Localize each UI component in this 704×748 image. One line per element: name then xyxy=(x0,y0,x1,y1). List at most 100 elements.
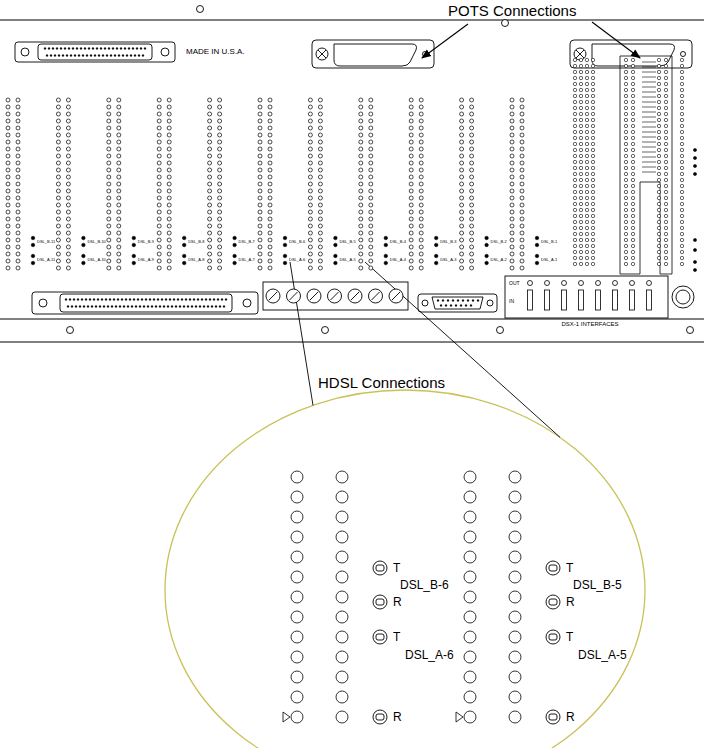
pin-column xyxy=(66,98,70,102)
pin-column xyxy=(117,238,121,242)
pin-column xyxy=(520,154,524,158)
pin-column xyxy=(56,259,60,263)
mounting-hole xyxy=(322,327,329,334)
pin-column xyxy=(56,182,60,186)
pin-block xyxy=(657,196,660,199)
pin-block xyxy=(657,262,660,265)
pin-column xyxy=(258,147,262,151)
status-point xyxy=(693,172,696,175)
pin-block xyxy=(664,136,667,139)
pin-column xyxy=(308,112,312,116)
connector-pin xyxy=(179,306,181,308)
pin-column xyxy=(258,189,262,193)
connector-pin xyxy=(211,306,213,308)
pair-label: DSL_B-10 xyxy=(87,240,105,244)
pin-column xyxy=(66,252,70,256)
pin-block xyxy=(591,256,594,259)
pin-block xyxy=(631,220,634,223)
pin-block xyxy=(631,166,634,169)
pin-block xyxy=(680,76,683,79)
dsx-jack xyxy=(647,281,652,286)
ribbon-connector xyxy=(32,292,258,314)
detail-pin xyxy=(464,631,476,643)
pin-column xyxy=(258,168,262,172)
pin-block xyxy=(591,112,594,115)
round-connector xyxy=(672,286,694,308)
pin-block xyxy=(591,76,594,79)
wire-label: T xyxy=(566,562,573,574)
pin-column xyxy=(107,133,111,137)
terminal-screw xyxy=(372,292,380,300)
pin-column xyxy=(218,126,222,130)
pin-block xyxy=(591,130,594,133)
pair-terminal xyxy=(485,261,489,265)
connector-pin xyxy=(92,48,94,50)
pin-block xyxy=(680,118,683,121)
pin-block xyxy=(664,250,667,253)
pin-column xyxy=(6,168,10,172)
pin-column xyxy=(56,98,60,102)
connector-pin xyxy=(120,48,122,50)
pin-column xyxy=(157,259,161,263)
pin-column xyxy=(107,168,111,172)
pin-block xyxy=(657,100,660,103)
pin-column xyxy=(409,133,413,137)
pin-block xyxy=(631,196,634,199)
connector-pin xyxy=(118,55,120,57)
pin-block xyxy=(680,124,683,127)
pin-block xyxy=(631,208,634,211)
connector-pin xyxy=(142,55,144,57)
connector-hole xyxy=(39,299,47,307)
pin-column xyxy=(409,126,413,130)
pin-block xyxy=(664,154,667,157)
pin-block xyxy=(631,178,634,181)
terminal-screw xyxy=(266,289,280,303)
detail-pin xyxy=(291,591,303,603)
pin-block xyxy=(657,214,660,217)
pin-column xyxy=(16,126,20,130)
pin-column xyxy=(218,224,222,228)
pin-column xyxy=(470,266,474,270)
connector-pin xyxy=(189,299,191,301)
connector-pin xyxy=(477,300,479,302)
pin-column xyxy=(6,154,10,158)
pin-column xyxy=(308,224,312,228)
pin-column xyxy=(520,126,524,130)
dsx-jack xyxy=(545,281,550,286)
connector-pin xyxy=(130,55,132,57)
connector-pin xyxy=(462,300,464,302)
pin-column xyxy=(510,133,514,137)
pin-block xyxy=(680,166,683,169)
wire-wrap-terminal xyxy=(376,599,384,605)
pin-column xyxy=(167,133,171,137)
pin-column xyxy=(510,196,514,200)
pin-block xyxy=(573,82,576,85)
pin-column xyxy=(470,182,474,186)
wire-label: T xyxy=(393,631,400,643)
connector-pin xyxy=(56,48,58,50)
pin-block xyxy=(624,250,627,253)
pin-column xyxy=(510,266,514,270)
connector-pin xyxy=(78,55,80,57)
pin-column xyxy=(318,168,322,172)
pin-block xyxy=(664,58,667,61)
pin-block xyxy=(680,70,683,73)
pair-terminal xyxy=(334,243,338,247)
pair-label: DSL_B-6 xyxy=(400,579,449,591)
detail-pin xyxy=(509,571,521,583)
pin-column xyxy=(157,231,161,235)
pin-column xyxy=(258,245,262,249)
connector-pin xyxy=(101,299,103,301)
pin-block xyxy=(657,256,660,259)
pin-column xyxy=(409,112,413,116)
connector-pin xyxy=(73,299,75,301)
connector-pin xyxy=(217,299,219,301)
pin-column xyxy=(6,133,10,137)
pin-column xyxy=(369,245,373,249)
pin-block xyxy=(657,94,660,97)
pin-column xyxy=(218,210,222,214)
pin-block xyxy=(642,87,656,88)
pin-column xyxy=(409,266,413,270)
pin-block xyxy=(624,190,627,193)
detail-pin xyxy=(464,651,476,663)
